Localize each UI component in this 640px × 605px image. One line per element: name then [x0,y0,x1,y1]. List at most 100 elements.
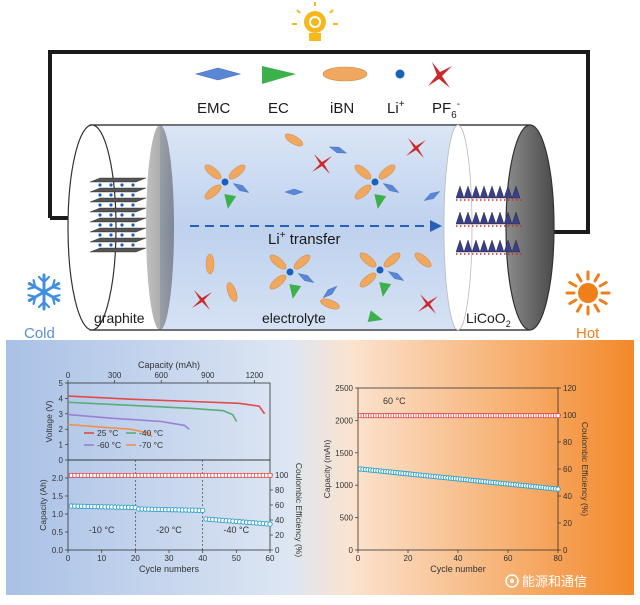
pf6-icon [428,62,452,88]
legend-row [194,62,452,88]
chart1-x-tick-label: 600 [155,371,169,380]
legend-li-label: Li+ [387,99,405,117]
chart2-capacity-point [200,507,206,514]
chart1-x-tick-label: 900 [201,371,215,380]
chart2-y-tick-label: 0.5 [52,528,64,537]
licoo2-octahedron [455,239,465,253]
chart2-x-tick-label: 40 [198,554,207,563]
graphite-layer [89,237,147,243]
licoo2-label: LiCoO2 [466,310,511,329]
chart1-x-tick-label: 300 [108,371,122,380]
ec-icon [262,66,296,84]
ibn-molecule [378,164,396,180]
chart2-x-tick-label: 20 [131,554,140,563]
graphite-li-ion [120,213,124,217]
ibn-molecule [228,164,246,180]
graphite-li-ion [131,213,135,217]
sun-ray [568,281,578,288]
sun-ray [593,303,600,313]
sun-ray [576,303,583,313]
chart3-y2-axis-label: Coulombic Efficiency (%) [580,422,590,516]
circuit-wire [48,50,590,234]
graphite-li-ion [131,203,135,207]
graphite-li-ion [98,203,102,207]
ibn-molecule [269,274,287,290]
snowflake-spoke [42,290,61,302]
licoo2-octahedron [463,185,473,199]
graphite-layer [89,227,147,233]
snowflake-branch [32,279,37,289]
graphite-li-ion [131,183,135,187]
graphite-li-ion [120,233,124,237]
chart1-y-tick-label: 4 [59,394,64,403]
sun-ray [598,298,608,305]
graphite-li-ion [98,183,102,187]
chart1-series-line [67,401,238,422]
chart2-y2-tick-label: 40 [275,516,284,525]
sun-ray [568,298,578,305]
chart1-series-line [67,395,266,415]
graphite-label: graphite [94,310,145,326]
ibn-molecule [354,164,372,180]
chart1-series-line [67,423,153,438]
snowflake-arm [37,290,51,311]
chart2-y2-tick-label: 80 [275,486,284,495]
snowflake-spoke [27,290,46,302]
ibn-molecule [320,298,340,310]
li-transfer-arrowhead [430,220,442,232]
licoo2-octahedron [511,239,521,253]
pf6-anion [312,154,332,174]
licoo2-octahedron [479,185,489,199]
chart2-y-tick-label: 2.0 [52,474,64,483]
ibn-molecule [284,133,304,147]
ec-molecule [379,282,392,297]
graphite-li-ion [109,243,113,247]
graphite-li-ion [120,243,124,247]
emc-molecule [232,183,250,193]
emc-molecule [322,285,338,299]
legend-emc-label: EMC [197,100,231,117]
electrolyte-label: electrolyte [262,310,326,326]
ibn-molecule [205,253,215,275]
pf6-anion [192,290,212,310]
legend-ec-label: EC [268,100,289,117]
chart1-y-tick-label: 5 [59,379,64,388]
snowflake-arm [27,290,46,305]
licoo2-octahedron [479,211,489,225]
ec-molecule [367,310,383,322]
licoo2-octahedron [495,185,505,199]
snowflake-branch [51,279,56,289]
sun-ray [593,273,600,283]
graphite-li-ion [109,233,113,237]
chart3-x-tick-label: 40 [454,554,463,563]
graphite-li-ion [131,193,135,197]
sun-disc [578,283,598,303]
licoo2-octahedron [463,211,473,225]
graphite-li-ion [120,193,124,197]
ibn-molecule [269,254,287,270]
snowflake-branch [37,300,46,309]
chart1-y-tick-label: 0 [59,456,64,465]
chart2-x-tick-label: 30 [165,554,174,563]
chart2-temperature-label: -40 °C [224,525,250,535]
chart1-legend-label: -60 °C [97,440,121,450]
licoo2-octahedron [471,211,481,225]
chart3-y2-tick-label: 0 [563,546,568,555]
licoo2-octahedron [455,211,465,225]
li-ion-center [221,178,229,186]
chart3-x-tick-label: 80 [554,554,563,563]
emc-molecule [382,183,400,193]
licoo2-octahedron [495,239,505,253]
cold-label: Cold [24,325,55,342]
chart2-temperature-label: -10 °C [89,525,115,535]
ibn-molecule [414,252,432,268]
hot-label: Hot [576,325,600,342]
snowflake-icon [27,273,61,311]
chart3-y2-tick-label: 40 [563,492,572,501]
chart1-y-tick-label: 2 [59,425,64,434]
chart3-y-axis-label: Capacity (mAh) [322,440,332,499]
battery-left-cap [67,124,117,331]
